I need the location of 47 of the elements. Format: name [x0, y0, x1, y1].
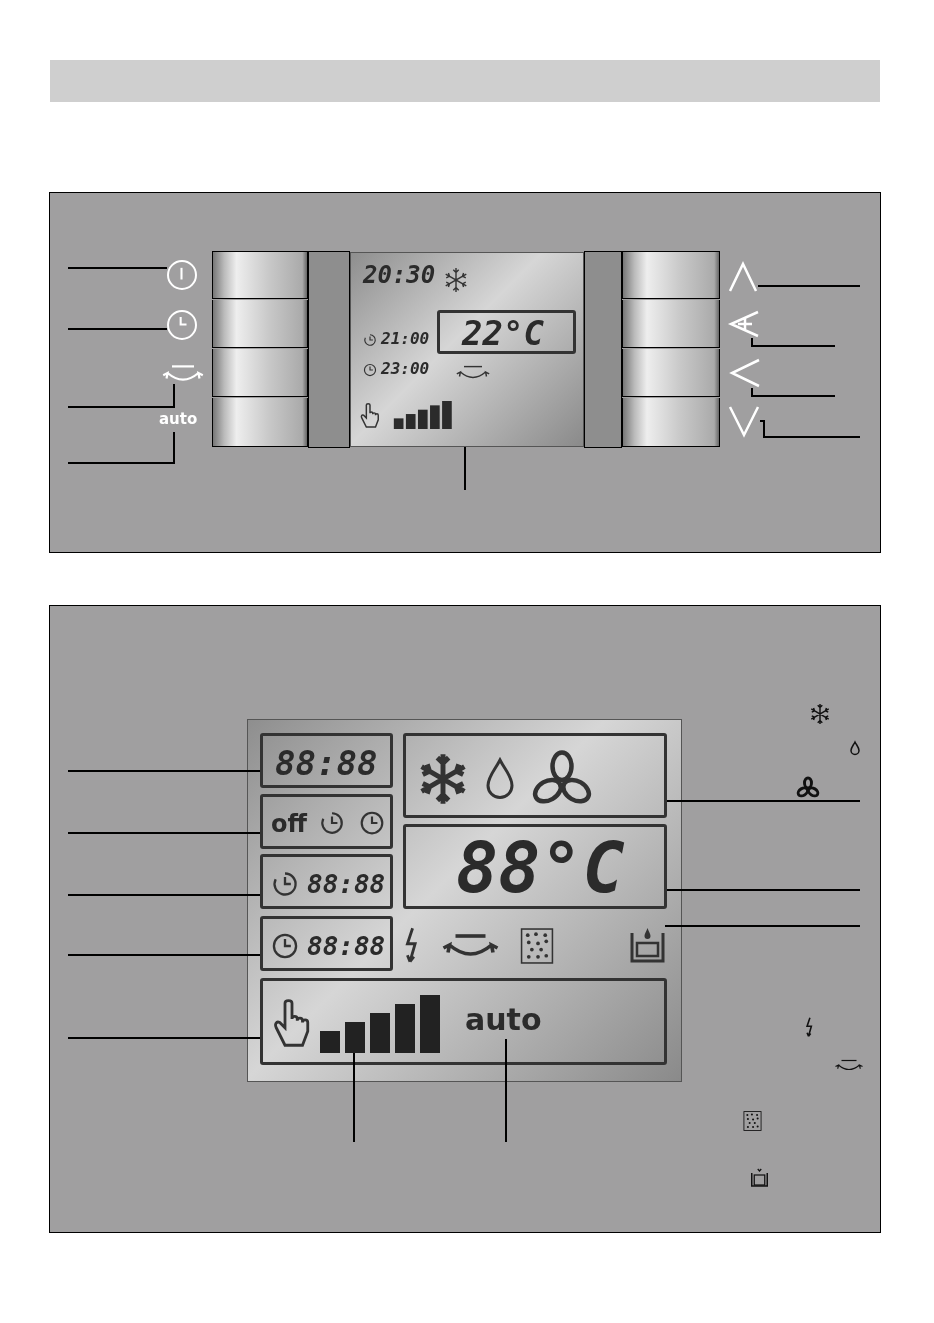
leader-line [67, 894, 261, 896]
plus-chevron-icon [728, 310, 760, 338]
power-icon [167, 260, 197, 290]
leader-line [67, 267, 168, 269]
leader-line [664, 925, 861, 927]
segment-readout: 21:00 [381, 331, 430, 347]
leader-line [751, 387, 836, 397]
chevron-up-icon [728, 262, 758, 292]
lcd-display [247, 719, 682, 1082]
leader-line [67, 1037, 261, 1039]
fan-speed-segment [260, 978, 667, 1065]
leader-line [666, 800, 861, 802]
leader-line [464, 446, 466, 491]
timer-off-segment [260, 916, 393, 971]
segment-readout: 22°C [462, 316, 544, 350]
timer-icon [167, 310, 197, 340]
segment-readout: 20:30 [363, 263, 436, 287]
temperature-segment [403, 824, 667, 909]
chevron-down-icon [728, 405, 760, 437]
mode-label: auto [465, 1005, 547, 1039]
leader-line [751, 337, 836, 347]
lcd-display [350, 252, 584, 447]
leader-line [757, 285, 861, 287]
leader-line [67, 770, 261, 772]
segment-readout: 88:88 [307, 871, 386, 897]
leader-line [353, 1052, 355, 1143]
segment-readout: 88°C [456, 833, 625, 903]
leader-line [67, 383, 175, 408]
temperature-field [437, 310, 576, 354]
timer-on-segment [260, 854, 393, 909]
timer-status-segment [260, 794, 393, 849]
segment-readout: 23:00 [381, 361, 430, 377]
chevron-left-icon [730, 358, 760, 388]
mode-label: auto [159, 412, 207, 432]
leader-line [67, 431, 175, 464]
clock-segment [260, 733, 393, 788]
segment-readout: 88:88 [275, 746, 378, 780]
segment-readout: 88:88 [307, 933, 386, 959]
status-text: off [271, 812, 307, 836]
mode-segment [403, 733, 667, 818]
leader-line [666, 889, 861, 891]
leader-line [67, 954, 261, 956]
leader-line [67, 328, 168, 330]
leader-line [505, 1038, 507, 1143]
leader-line [759, 420, 861, 438]
water-tank-icon [630, 925, 665, 963]
leader-line [67, 832, 261, 834]
